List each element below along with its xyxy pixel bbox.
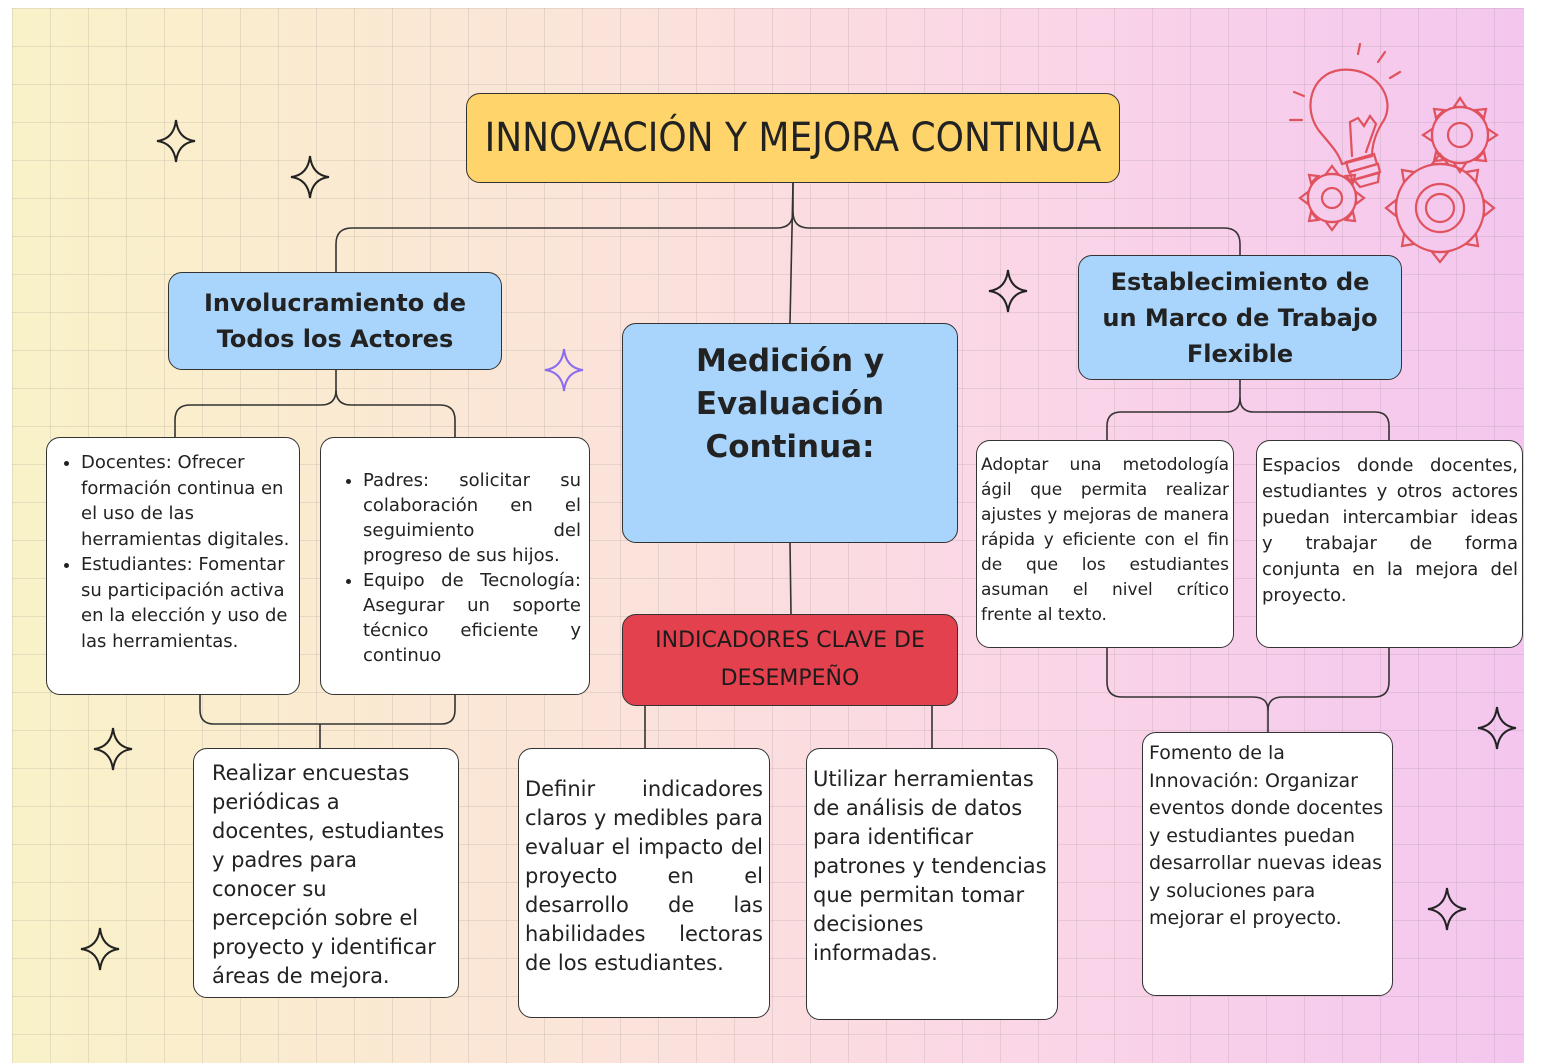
page-title: INNOVACIÓN Y MEJORA CONTINUA — [466, 93, 1120, 183]
page-title-text: INNOVACIÓN Y MEJORA CONTINUA — [484, 115, 1102, 161]
list-padres-equipo: Padres: solicitar su colaboración en el … — [337, 468, 581, 668]
box-fomento-innovacion-text: Fomento de la Innovación: Organizar even… — [1149, 742, 1384, 929]
box-docentes-estudiantes: Docentes: Ofrecer formación continua en … — [46, 437, 300, 695]
box-fomento-innovacion: Fomento de la Innovación: Organizar even… — [1142, 732, 1393, 996]
list-item: Equipo de Tecnología: Asegurar un soport… — [363, 568, 581, 668]
heading-marco-trabajo: Establecimiento de un Marco de Trabajo F… — [1078, 255, 1402, 380]
box-espacios-colaboracion-text: Espacios donde docentes, estudiantes y o… — [1262, 455, 1518, 606]
box-encuestas-text: Realizar encuestas periódicas a docentes… — [212, 761, 445, 988]
sparkle-icon — [80, 927, 120, 971]
heading-marco-trabajo-text: Establecimiento de un Marco de Trabajo F… — [1102, 267, 1378, 368]
heading-involucramiento: Involucramiento de Todos los Actores — [168, 272, 502, 370]
list-item: Padres: solicitar su colaboración en el … — [363, 468, 581, 568]
sparkle-icon — [1477, 706, 1517, 750]
heading-involucramiento-text: Involucramiento de Todos los Actores — [203, 289, 467, 353]
list-docentes-estudiantes: Docentes: Ofrecer formación continua en … — [55, 450, 295, 654]
list-item: Docentes: Ofrecer formación continua en … — [81, 450, 295, 552]
sparkle-icon — [156, 119, 196, 163]
box-padres-equipo: Padres: solicitar su colaboración en el … — [320, 437, 590, 695]
box-herramientas-analisis-text: Utilizar herramientas de análisis de dat… — [813, 767, 1047, 965]
box-definir-indicadores: Definir indicadores claros y medibles pa… — [518, 748, 770, 1018]
box-encuestas: Realizar encuestas periódicas a docentes… — [193, 748, 459, 998]
heading-medicion-text: Medición y Evaluación Continua: — [695, 343, 885, 465]
list-item: Estudiantes: Fomentar su participación a… — [81, 552, 295, 654]
sparkle-icon — [544, 348, 584, 392]
kpi-banner: INDICADORES CLAVE DE DESEMPEÑO — [622, 614, 958, 706]
box-herramientas-analisis: Utilizar herramientas de análisis de dat… — [806, 748, 1058, 1020]
box-definir-indicadores-text: Definir indicadores claros y medibles pa… — [525, 777, 763, 975]
kpi-banner-text: INDICADORES CLAVE DE DESEMPEÑO — [655, 628, 925, 691]
sparkle-icon — [290, 155, 330, 199]
lightbulb-gears-icon — [1288, 42, 1499, 264]
sparkle-icon — [988, 269, 1028, 313]
heading-medicion: Medición y Evaluación Continua: — [622, 323, 958, 543]
box-metodologia-agil-text: Adoptar una metodología ágil que permita… — [981, 455, 1229, 625]
sparkle-icon — [93, 727, 133, 771]
box-metodologia-agil: Adoptar una metodología ágil que permita… — [976, 440, 1234, 648]
box-espacios-colaboracion: Espacios donde docentes, estudiantes y o… — [1256, 440, 1523, 648]
sparkle-icon — [1427, 887, 1467, 931]
